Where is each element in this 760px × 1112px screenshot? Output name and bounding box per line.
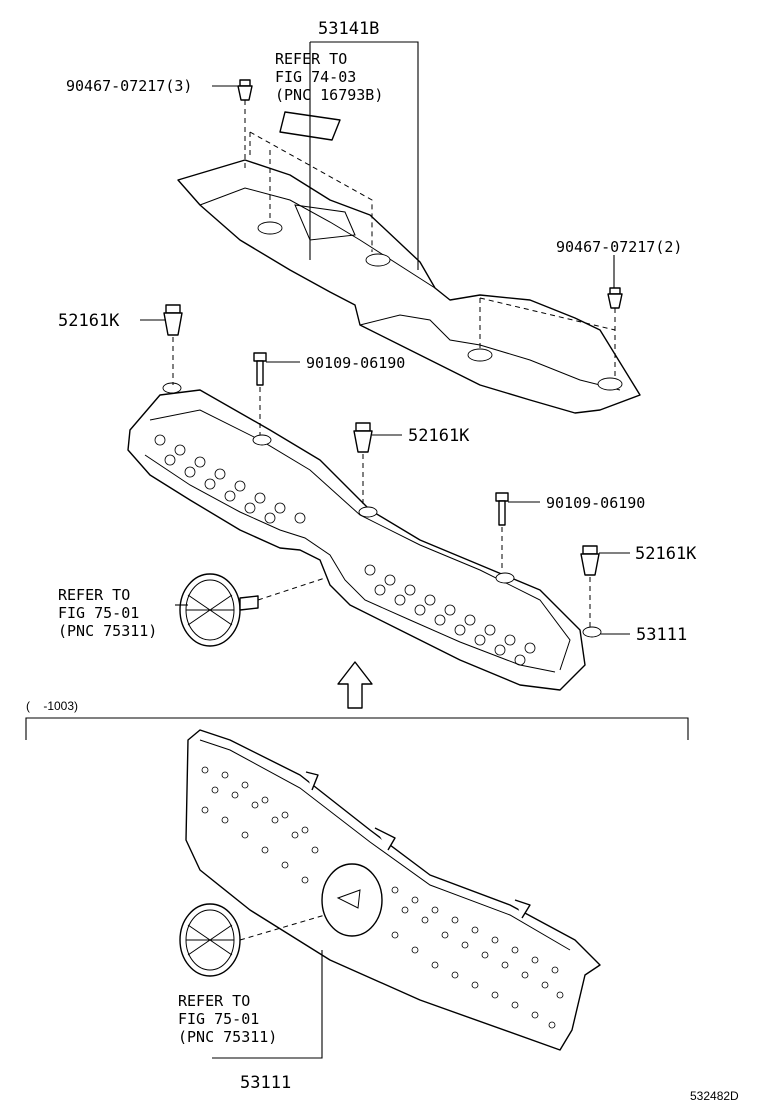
arrow-up-icon [337,661,373,709]
clip-90467-right [607,287,623,309]
label-refer-fig75a-line3: (PNC 75311) [58,622,157,640]
grille-assembly-lower [185,729,601,1051]
emblem-mount-ring [321,863,383,937]
label-53111-upper: 53111 [636,625,687,645]
label-refer-fig74-line1: REFER TO [275,50,347,68]
label-date-range: ( -1003) [26,699,78,713]
label-52161k-mid: 52161K [408,426,470,446]
label-refer-fig75a-line1: REFER TO [58,586,130,604]
clip-90467-left [237,79,253,101]
emblem-lower [179,903,241,977]
label-screw-90109-top: 90109-06190 [306,354,405,372]
clip-52161k-right [580,545,600,576]
label-53141b: 53141B [318,19,379,39]
screw-90109-mid [495,492,509,526]
label-refer-fig74-line2: FIG 74-03 [275,68,356,86]
label-clip-90467-2: 90467-07217(2) [556,238,682,256]
label-refer-fig75b-line3: (PNC 75311) [178,1028,277,1046]
label-diagram-id: 532482D [690,1089,739,1103]
label-refer-fig75b-line1: REFER TO [178,992,250,1010]
label-screw-90109-mid: 90109-06190 [546,494,645,512]
label-52161k-top: 52161K [58,311,120,331]
label-refer-fig74-line3: (PNC 16793B) [275,86,383,104]
clip-52161k-top [163,304,183,336]
label-refer-fig75a-line2: FIG 75-01 [58,604,139,622]
clip-52161k-mid [353,422,373,453]
label-53111-lower: 53111 [240,1073,291,1093]
label-clip-90467-3: 90467-07217(3) [66,77,192,95]
emblem-upper [179,573,259,647]
upper-radiator-cover [177,111,641,414]
label-refer-fig75b-line2: FIG 75-01 [178,1010,259,1028]
label-52161k-right: 52161K [635,544,697,564]
screw-90109-top [253,352,267,386]
grille-assembly-upper [127,382,602,691]
